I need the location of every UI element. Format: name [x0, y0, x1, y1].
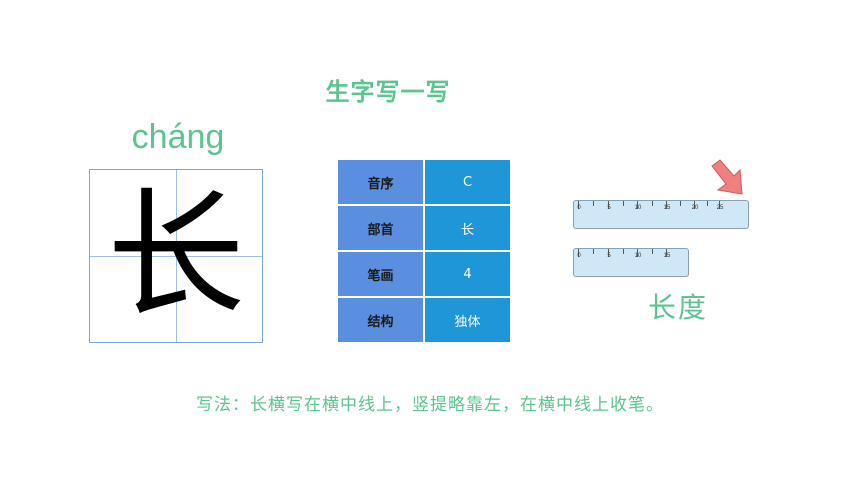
vocabulary-word: 长度: [648, 291, 709, 324]
table-value: C: [423, 158, 512, 206]
ruler-label: 20: [691, 205, 699, 211]
grid-vertical-center-line: [176, 170, 177, 342]
pinyin-label: cháng: [131, 118, 225, 156]
ruler-label: 0: [577, 205, 581, 211]
ruler-label: 15: [663, 253, 671, 259]
ruler-label: 25: [716, 205, 724, 211]
ruler-label: 5: [607, 253, 611, 259]
character-glyph: 长: [106, 175, 245, 336]
table-row: 音序 C: [336, 158, 512, 206]
page-title: 生字写一写: [325, 78, 451, 106]
table-key: 笔画: [336, 250, 425, 298]
ruler-label: 5: [607, 205, 611, 211]
table-row: 结构 独体: [336, 296, 512, 344]
ruler-long: 0 5 10 15 20 25: [573, 200, 749, 229]
tian-grid: 长: [89, 169, 263, 343]
ruler-label: 10: [634, 205, 642, 211]
ruler-label: 10: [634, 253, 642, 259]
ruler-label: 0: [577, 253, 581, 259]
table-value: 长: [423, 204, 512, 252]
down-left-arrow-icon: [711, 159, 743, 195]
table-row: 部首 长: [336, 204, 512, 252]
character-info-table: 音序 C 部首 长 笔画 4 结构 独体: [336, 158, 512, 344]
table-key: 结构: [336, 296, 425, 344]
table-key: 部首: [336, 204, 425, 252]
table-value: 独体: [423, 296, 512, 344]
table-value: 4: [423, 250, 512, 298]
writing-instruction: 写法：长横写在横中线上，竖提略靠左，在横中线上收笔。: [196, 395, 664, 415]
table-row: 笔画 4: [336, 250, 512, 298]
ruler-short: 0 5 10 15: [573, 248, 689, 277]
table-key: 音序: [336, 158, 425, 206]
ruler-label: 15: [663, 205, 671, 211]
